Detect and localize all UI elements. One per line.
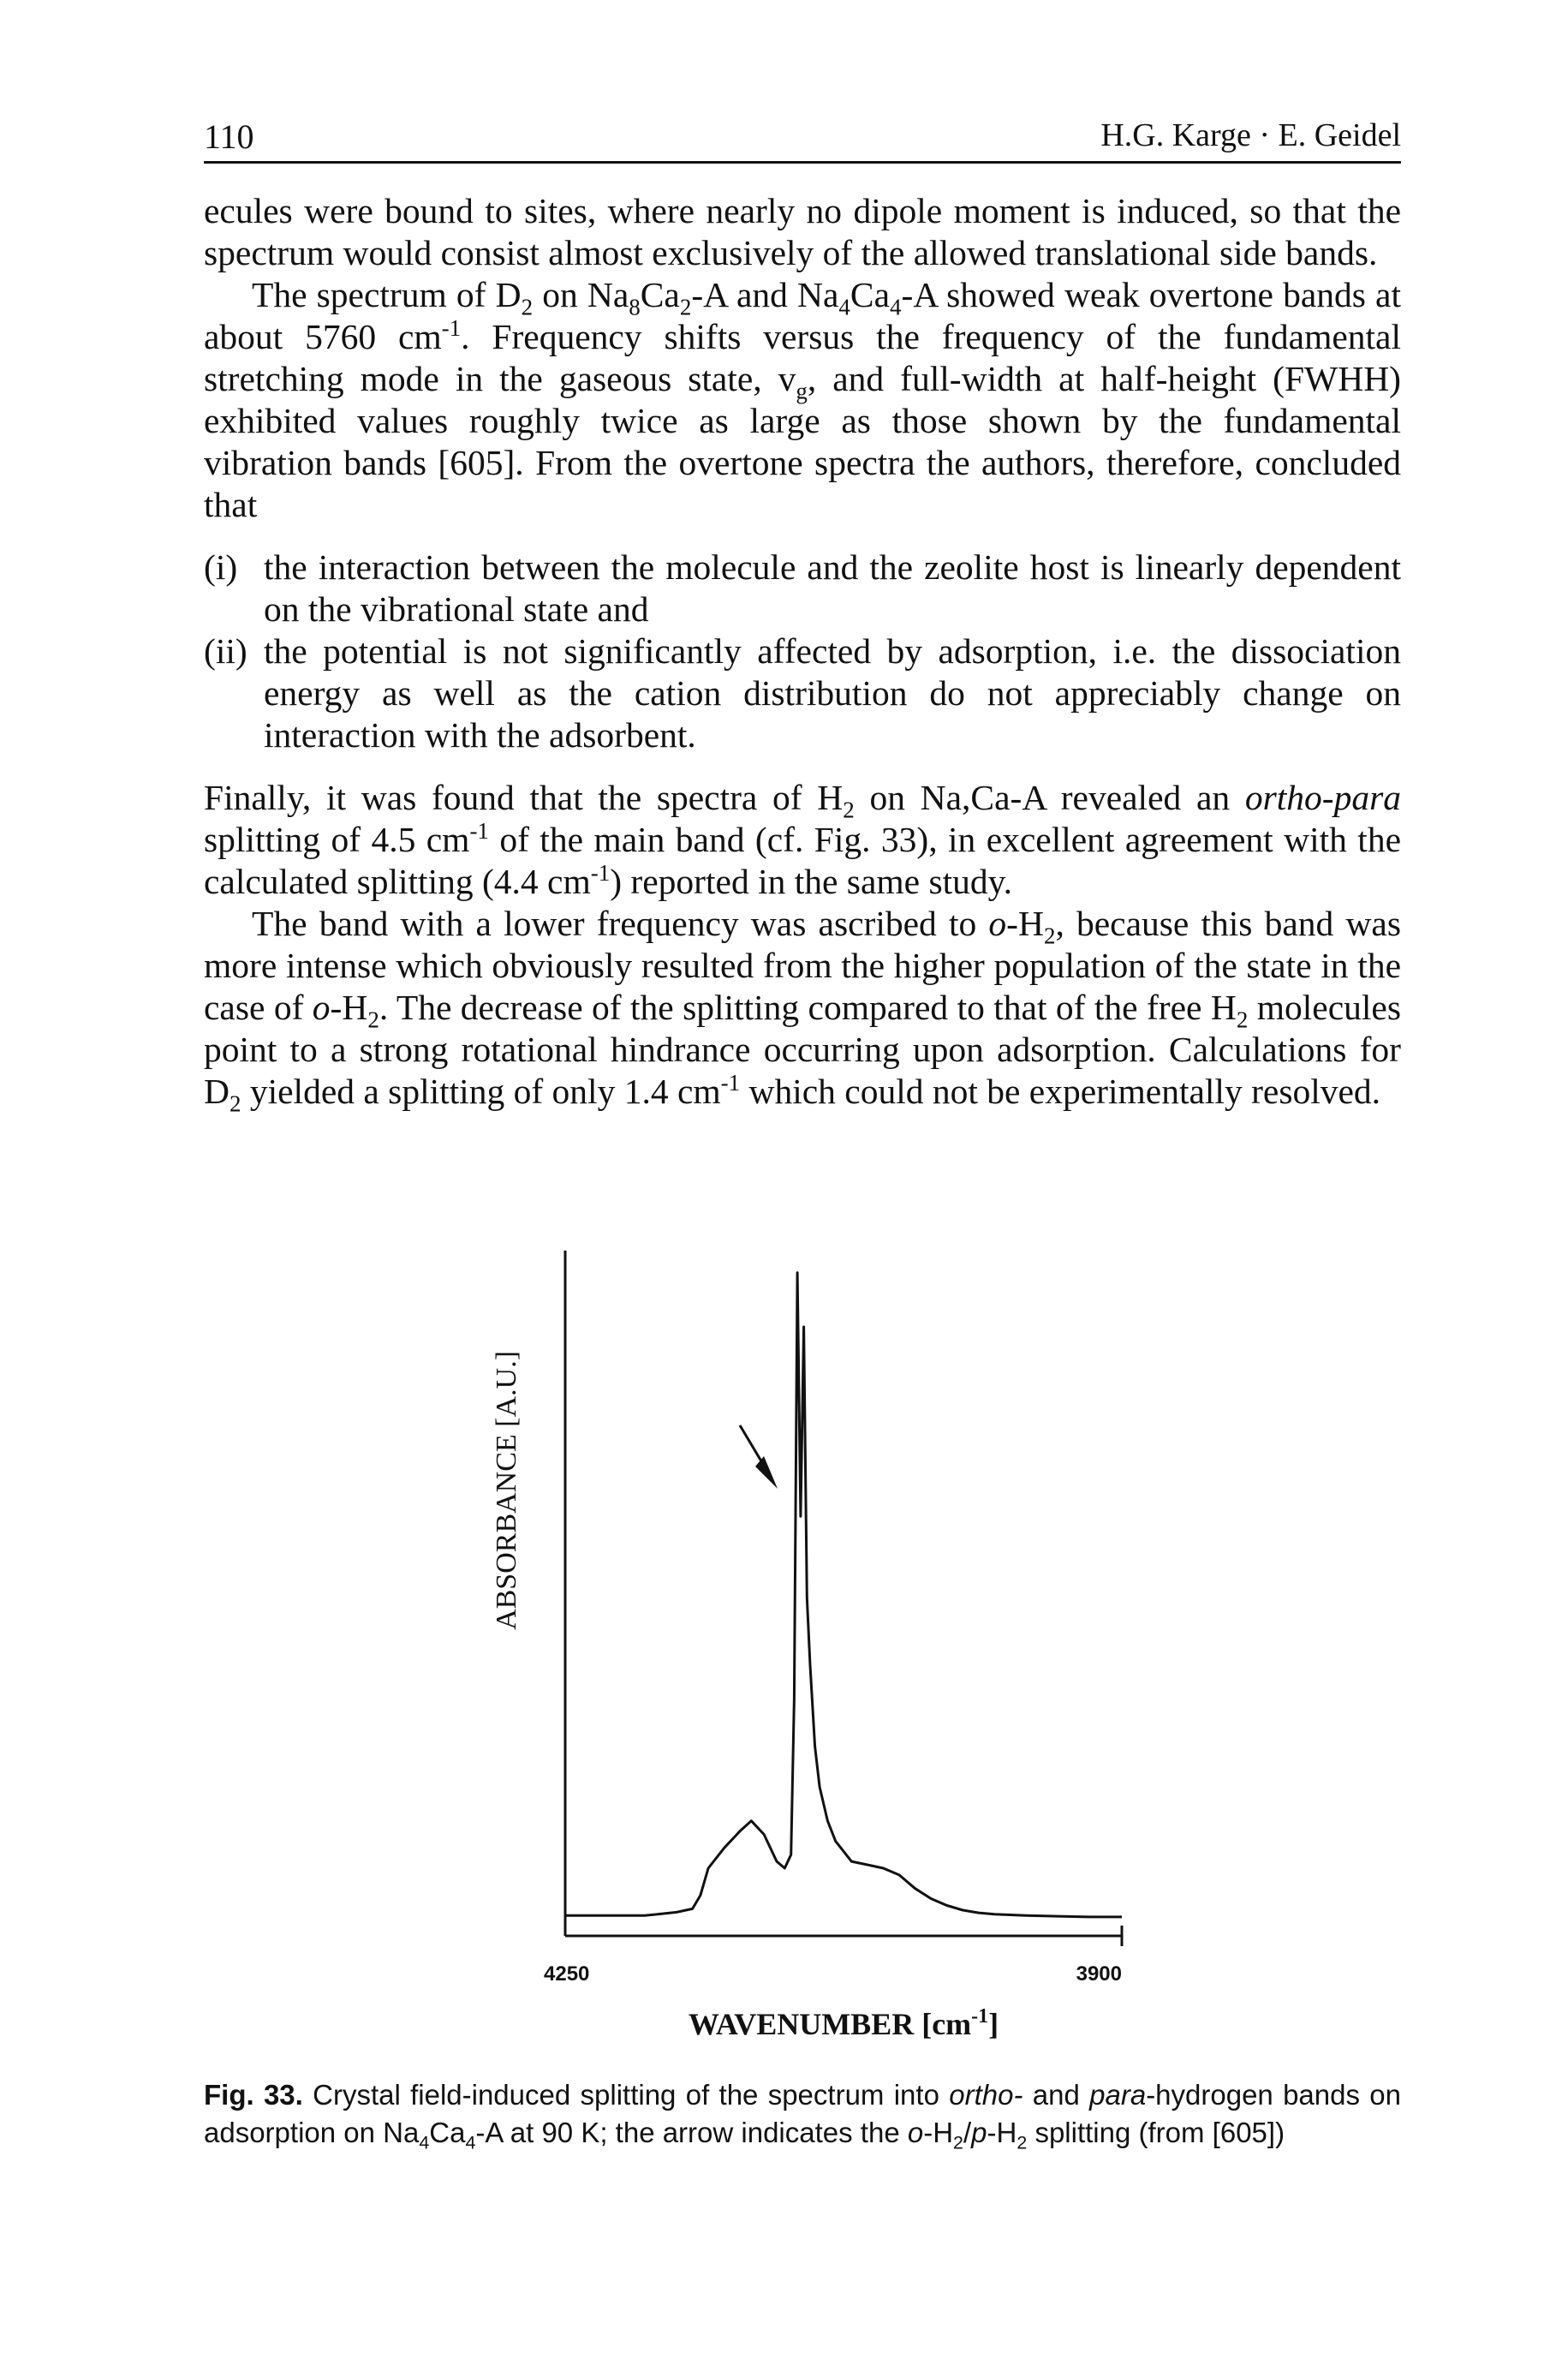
p4-subscript: 2 [367,1006,379,1033]
p2-superscript: -1 [441,315,462,342]
list-item: (i) the interaction between the molecule… [204,546,1401,630]
figure-33: ABSORBANCE [A.U.] 4250 3900 WAVENUMBER [… [445,1251,1182,2041]
p3-text: Finally, it was found that the spectra o… [204,778,844,817]
caption-text: -A at 90 K; the arrow indicates the [475,2117,908,2148]
caption-text: and [1022,2079,1090,2111]
p2-subscript: 8 [629,294,641,320]
paragraph-4: The band with a lower frequency was ascr… [204,903,1402,1117]
p4-text: yielded a splitting of only 1.4 cm [241,1072,721,1111]
caption-text: Ca [429,2117,466,2148]
conclusion-list: (i) the interaction between the molecule… [204,546,1401,756]
x-axis-label-end: ] [988,2007,999,2041]
caption-text: -H [923,2117,954,2148]
caption-subscript: 4 [419,2132,430,2153]
p3-text: of the main band (cf. Fig. 33), in excel… [204,820,1401,901]
p2-text: -A showed weak overtone bands at about 5… [204,275,1401,356]
p2-subscript: 4 [838,294,850,320]
spectrum-line-0 [565,1271,1122,1919]
paragraph-2: The spectrum of D2 on Na8Ca2-A and Na4Ca… [204,274,1401,526]
caption-text: Crystal field-induced splitting of the s… [302,2079,950,2111]
caption-italic: o [907,2117,924,2148]
p4-text: , because this band was more intense whi… [204,904,1401,1027]
list-item: (ii) the potential is not significantly … [204,630,1401,756]
p4-text: -H [1006,904,1044,943]
p4-text: -H [330,988,368,1027]
list-item-text: the interaction between the molecule and… [264,547,1401,629]
list-item-label: (i) [204,547,238,587]
p2-subscript: 2 [679,294,692,320]
p4-subscript: 2 [1043,923,1056,949]
p4-text: which could not be experimentally resolv… [740,1072,1381,1111]
caption-italic: ortho- [949,2079,1023,2111]
p3-superscript: -1 [469,818,489,845]
running-head: H.G. Karge · E. Geidel [1100,117,1401,153]
caption-label: Fig. 33. [204,2079,303,2111]
caption-text: splitting (from [605]) [1027,2117,1285,2148]
p4-text: molecules point to a strong rotational h… [204,988,1402,1111]
page-header: 110 H.G. Karge · E. Geidel [204,110,1401,164]
x-tick-label: 4250 [544,1962,589,1986]
arrow-annotation [738,1424,778,1489]
p4-italic: o [988,904,1007,943]
caption-text: / [963,2117,972,2148]
y-axis-label: ABSORBANCE [A.U.] [491,1351,522,1630]
paragraph-3: Finally, it was found that the spectra o… [204,777,1401,903]
p2-subscript: 4 [890,294,902,320]
p2-text: . Frequency shifts versus the frequency … [204,317,1401,398]
paragraph-1-text: ecules were bound to sites, where nearly… [204,191,1401,272]
p2-subscript: 2 [521,294,534,320]
x-axis-label-sup: -1 [971,2005,988,2028]
p2-text: -A and Na [691,275,839,314]
list-item-text: the potential is not significantly affec… [264,631,1401,755]
caption-text: -H [987,2117,1017,2148]
p2-text: , and full-width at half-height (FWHH) e… [204,359,1401,524]
p3-subscript: 2 [843,797,855,823]
caption-text: -hydrogen bands on adsorption on Na [204,2079,1402,2148]
p2-text: Ca [850,275,891,314]
p3-superscript: -1 [590,860,611,887]
paragraph-1: ecules were bound to sites, where nearly… [204,190,1401,274]
p4-superscript: -1 [720,1070,741,1096]
p4-text: . The decrease of the splitting compared… [379,988,1237,1027]
caption-subscript: 2 [1017,2132,1028,2153]
page-number: 110 [204,117,254,156]
p3-text: on Na,Ca-A revealed an [854,778,1245,817]
p4-italic: o [312,988,331,1027]
p2-subscript: g [796,378,808,404]
arrow-head [755,1456,778,1489]
list-item-label: (ii) [204,631,247,671]
p4-subscript: 2 [229,1090,241,1117]
p2-text: on Na [533,275,629,314]
p3-text: splitting of 4.5 cm [204,820,470,859]
p2-text: The spectrum of D [252,275,522,314]
p2-text: Ca [640,275,680,314]
caption-italic: p [971,2117,987,2148]
x-tick-label: 3900 [1076,1962,1122,1986]
x-axis-label-main: WAVENUMBER [cm [689,2007,971,2041]
p3-italic: ortho-para [1244,778,1401,817]
x-axis-label: WAVENUMBER [cm-1] [689,2005,999,2041]
figure-caption: Fig. 33. Crystal field-induced splitting… [204,2076,1401,2152]
caption-subscript: 2 [953,2132,963,2153]
body-text: ecules were bound to sites, where nearly… [204,190,1402,1117]
caption-italic: para [1089,2079,1147,2111]
p4-text: The band with a lower frequency was ascr… [252,904,989,943]
p4-subscript: 2 [1236,1006,1249,1033]
spectrum-chart: ABSORBANCE [A.U.] 4250 3900 WAVENUMBER [… [491,1251,1124,2041]
caption-subscript: 4 [465,2132,476,2153]
plot-layer [565,1271,1122,1919]
p3-text: ) reported in the same study. [610,862,1013,901]
